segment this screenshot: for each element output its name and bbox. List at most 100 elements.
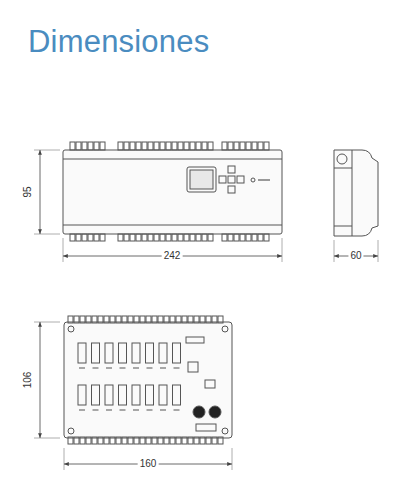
component xyxy=(133,410,139,411)
terminal xyxy=(80,437,85,444)
terminal xyxy=(200,316,205,323)
terminal xyxy=(176,437,181,444)
component xyxy=(120,410,126,411)
terminal xyxy=(202,234,207,241)
terminal xyxy=(68,316,73,323)
terminal xyxy=(172,142,177,150)
circuit-board xyxy=(64,316,232,444)
terminal xyxy=(92,316,97,323)
relay xyxy=(132,343,140,363)
terminal xyxy=(82,142,87,150)
component xyxy=(160,410,166,411)
terminal xyxy=(196,142,201,150)
terminal xyxy=(212,316,217,323)
component xyxy=(147,368,153,369)
terminal xyxy=(124,142,129,150)
component xyxy=(106,410,112,411)
terminal xyxy=(82,234,87,241)
terminal xyxy=(184,234,189,241)
terminal xyxy=(152,437,157,444)
terminal xyxy=(140,316,145,323)
terminal xyxy=(200,437,205,444)
terminal xyxy=(176,316,181,323)
terminal xyxy=(252,142,257,150)
dimension-value: 160 xyxy=(138,458,159,470)
terminal xyxy=(182,316,187,323)
terminal xyxy=(160,142,165,150)
terminal xyxy=(86,437,91,444)
terminal xyxy=(240,142,245,150)
component xyxy=(147,410,153,411)
component xyxy=(79,410,85,411)
terminal xyxy=(100,142,105,150)
terminal xyxy=(178,142,183,150)
terminal xyxy=(88,142,93,150)
relay xyxy=(173,385,181,405)
terminal xyxy=(98,316,103,323)
component xyxy=(174,368,180,369)
terminal xyxy=(208,234,213,241)
terminal xyxy=(142,234,147,241)
terminal xyxy=(166,142,171,150)
terminal xyxy=(258,142,263,150)
terminal xyxy=(178,234,183,241)
component xyxy=(174,410,180,411)
terminal xyxy=(194,437,199,444)
terminal xyxy=(184,142,189,150)
relay xyxy=(92,385,100,405)
relay xyxy=(105,385,113,405)
relay xyxy=(132,385,140,405)
terminal xyxy=(146,316,151,323)
terminal xyxy=(196,234,201,241)
relay xyxy=(159,385,167,405)
terminal xyxy=(94,234,99,241)
terminal xyxy=(264,142,269,150)
terminal xyxy=(172,234,177,241)
relay xyxy=(146,343,154,363)
terminal xyxy=(158,437,163,444)
terminal xyxy=(154,234,159,241)
terminal xyxy=(116,316,121,323)
dimension-value: 242 xyxy=(162,250,183,262)
dimension-lines xyxy=(34,150,378,470)
terminal xyxy=(170,437,175,444)
terminal xyxy=(228,142,233,150)
terminal xyxy=(136,142,141,150)
terminal xyxy=(234,142,239,150)
terminal xyxy=(70,234,75,241)
terminal xyxy=(152,316,157,323)
dimension-value: 60 xyxy=(348,250,363,262)
terminal xyxy=(130,234,135,241)
relay xyxy=(92,343,100,363)
terminal xyxy=(104,316,109,323)
terminal xyxy=(170,316,175,323)
terminal xyxy=(122,316,127,323)
relay xyxy=(173,343,181,363)
terminal xyxy=(74,316,79,323)
terminal xyxy=(136,234,141,241)
component xyxy=(93,410,99,411)
terminal xyxy=(104,437,109,444)
relay xyxy=(119,343,127,363)
terminal xyxy=(246,142,251,150)
relay xyxy=(78,385,86,405)
component xyxy=(120,368,126,369)
terminal xyxy=(86,316,91,323)
terminal xyxy=(164,437,169,444)
terminal xyxy=(74,437,79,444)
dimension-value: 106 xyxy=(22,370,34,391)
terminal xyxy=(110,437,115,444)
terminal xyxy=(68,437,73,444)
terminal xyxy=(116,437,121,444)
terminal xyxy=(212,437,217,444)
terminal xyxy=(252,234,257,241)
relay xyxy=(105,343,113,363)
terminal xyxy=(182,437,187,444)
front-view xyxy=(63,142,282,241)
terminal xyxy=(128,437,133,444)
component xyxy=(160,368,166,369)
terminal xyxy=(146,437,151,444)
terminal xyxy=(140,437,145,444)
terminal xyxy=(222,142,227,150)
